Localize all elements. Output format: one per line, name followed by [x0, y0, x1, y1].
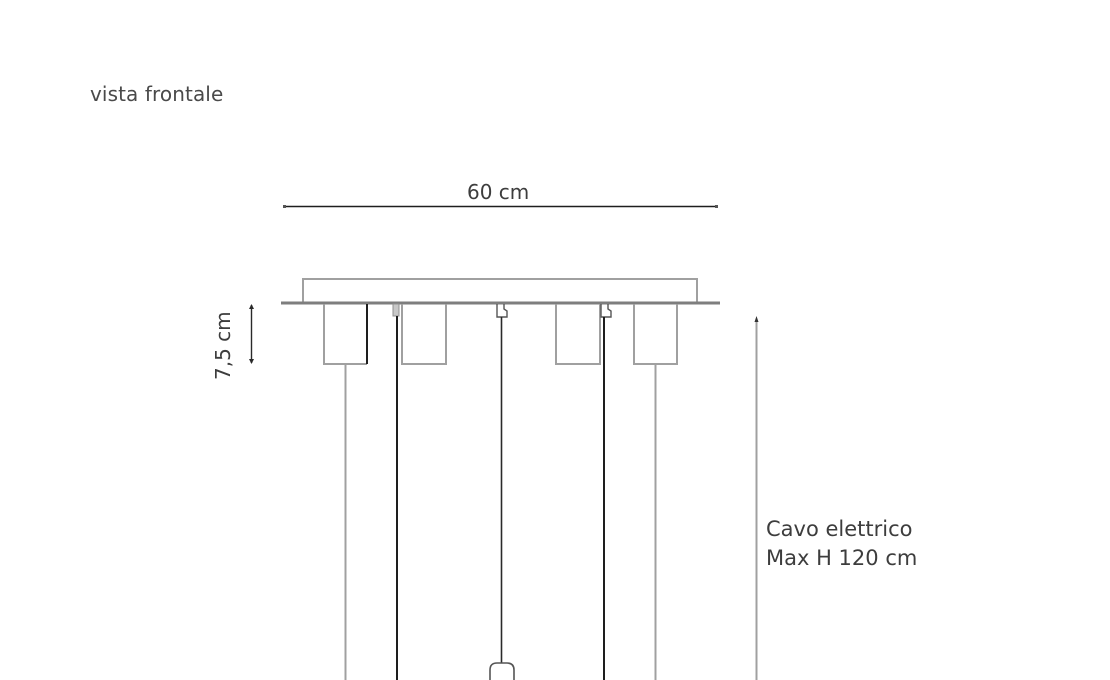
- canopy-height-arrow: [249, 304, 254, 364]
- cable-length-arrow: [754, 316, 759, 680]
- view-title: vista frontale: [90, 82, 224, 106]
- socket-cup-2: [401, 304, 447, 365]
- width-dimension-line: [283, 205, 718, 208]
- socket-cup-1: [323, 304, 368, 365]
- socket-cup-3: [555, 304, 601, 365]
- socket-cup-4: [633, 304, 678, 365]
- cable-length-label: Cavo elettrico Max H 120 cm: [766, 515, 917, 573]
- ceiling-canopy: [281, 278, 720, 305]
- cable-hook-1: [392, 303, 400, 317]
- cable-hook-2: [496, 304, 508, 318]
- pendant-bulb: [489, 662, 515, 680]
- cable-label-line-2: Max H 120 cm: [766, 546, 918, 570]
- cable-label-line-1: Cavo elettrico: [766, 517, 913, 541]
- width-dimension-label: 60 cm: [467, 180, 530, 204]
- cable-hook-3: [600, 304, 612, 318]
